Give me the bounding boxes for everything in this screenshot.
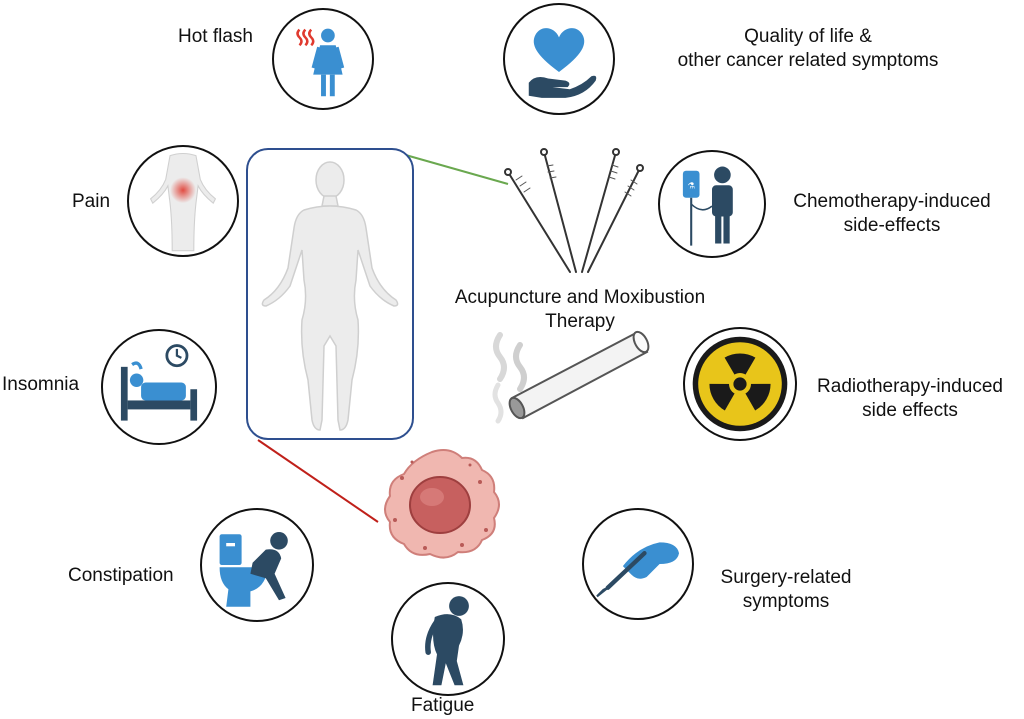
moxa-stick-icon bbox=[492, 330, 650, 424]
radiotherapy-line-1: Radiotherapy-induced bbox=[817, 376, 1003, 397]
body-frame bbox=[246, 148, 414, 440]
bed-clock-icon bbox=[120, 344, 198, 421]
insomnia-label: Insomnia bbox=[2, 374, 80, 395]
toilet-person-icon bbox=[219, 532, 288, 607]
therapy-line-1: Acupuncture and Moxibustion bbox=[454, 287, 706, 308]
surgery-line-2: symptoms bbox=[742, 591, 830, 612]
svg-text:⚗: ⚗ bbox=[687, 180, 694, 190]
acupuncture-needles-icon bbox=[504, 148, 644, 273]
surgery-label: Surgery-related symptoms bbox=[696, 566, 876, 614]
radiotherapy-line-2: side effects bbox=[862, 400, 958, 421]
constipation-label: Constipation bbox=[68, 565, 174, 586]
hot-flash-label: Hot flash bbox=[178, 26, 253, 47]
constipation-circle bbox=[200, 508, 314, 622]
surgery-circle bbox=[582, 508, 694, 620]
pain-circle bbox=[127, 145, 239, 257]
radiotherapy-label: Radiotherapy-induced side effects bbox=[798, 375, 1022, 423]
chemotherapy-label: Chemotherapy-induced side-effects bbox=[772, 190, 1012, 238]
hot-flash-circle bbox=[272, 8, 374, 110]
chemotherapy-line-1: Chemotherapy-induced bbox=[793, 191, 991, 212]
radiation-symbol-icon bbox=[692, 336, 788, 432]
abdominal-pain-icon bbox=[149, 152, 217, 252]
therapy-line-2: Therapy bbox=[545, 311, 615, 332]
tumor-cell-icon bbox=[384, 449, 500, 559]
radiotherapy-circle bbox=[683, 327, 797, 441]
quality-of-life-line-1: Quality of life & bbox=[744, 26, 872, 47]
surgery-line-1: Surgery-related bbox=[720, 567, 852, 588]
red-connector-line bbox=[257, 439, 379, 523]
fatigue-label: Fatigue bbox=[411, 695, 475, 716]
woman-hot-flash-icon bbox=[296, 28, 345, 97]
insomnia-circle bbox=[101, 329, 217, 445]
quality-of-life-circle bbox=[503, 3, 615, 115]
green-connector-line bbox=[394, 151, 509, 185]
quality-of-life-label: Quality of life & other cancer related s… bbox=[618, 25, 998, 73]
therapy-label: Acupuncture and Moxibustion Therapy bbox=[425, 286, 735, 334]
heart-in-hand-icon bbox=[528, 28, 597, 98]
quality-of-life-line-2: other cancer related symptoms bbox=[677, 50, 939, 71]
chemotherapy-circle: ⚗ bbox=[658, 150, 766, 258]
iv-drip-patient-icon: ⚗ bbox=[682, 166, 733, 246]
scalpel-hand-icon bbox=[596, 542, 680, 598]
tired-person-icon bbox=[425, 596, 469, 686]
female-body-icon bbox=[261, 161, 399, 431]
chemotherapy-line-2: side-effects bbox=[843, 215, 941, 236]
fatigue-circle bbox=[391, 582, 505, 696]
pain-label: Pain bbox=[72, 191, 111, 212]
